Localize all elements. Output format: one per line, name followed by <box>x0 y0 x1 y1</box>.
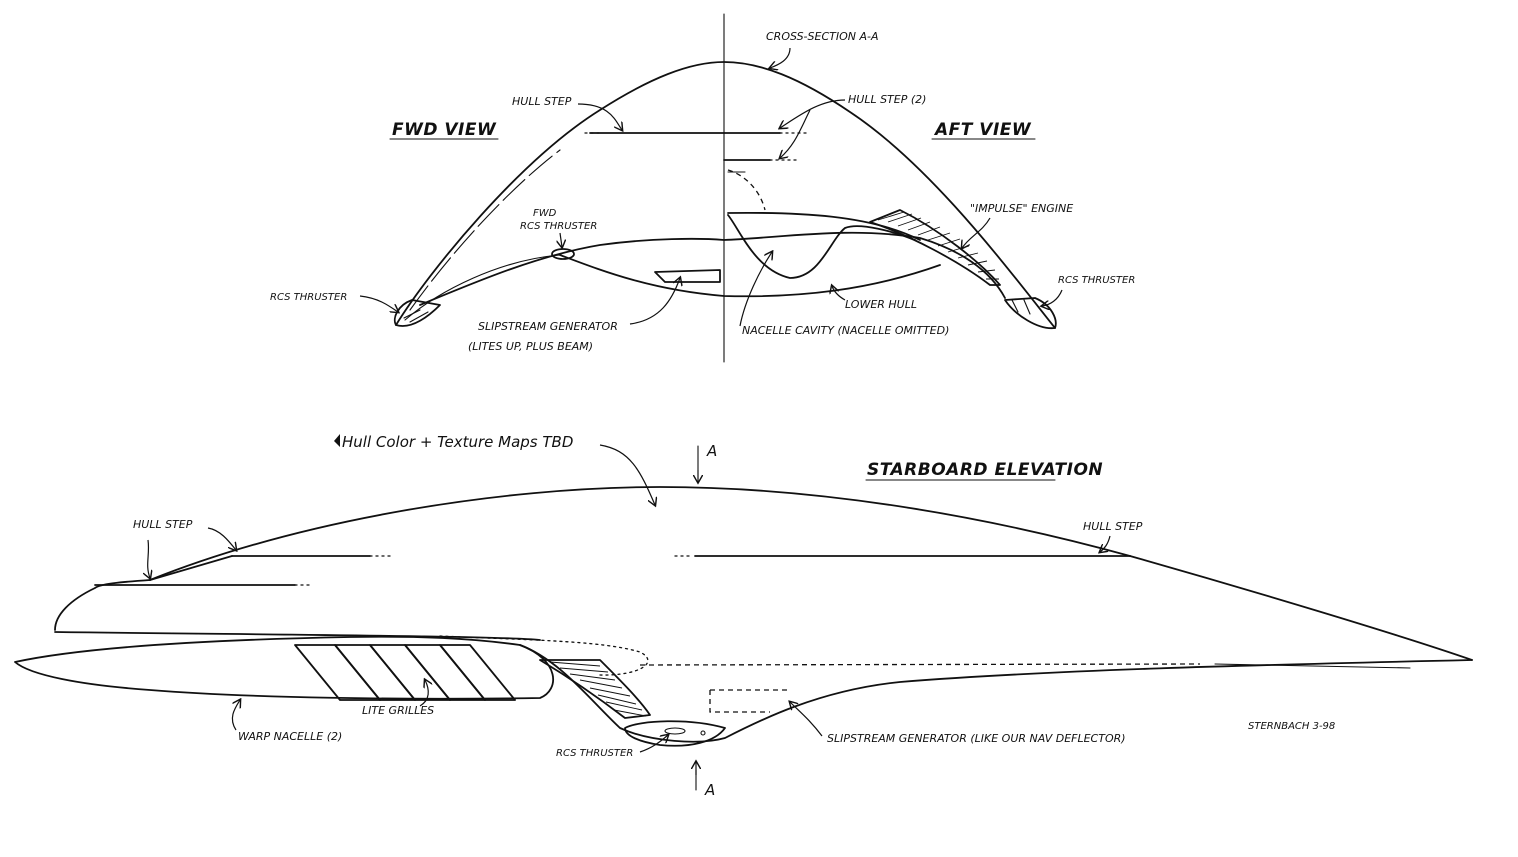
starboard-elevation-title: STARBOARD ELEVATION <box>867 460 1103 480</box>
aft-view-title: AFT VIEW <box>933 120 1032 140</box>
slipstream-generator-label-2: (LITES UP, PLUS BEAM) <box>468 340 593 353</box>
fwd-rcs-thruster <box>551 248 575 260</box>
cross-section-label: CROSS-SECTION A-A <box>766 30 879 43</box>
lite-grilles <box>294 644 516 701</box>
lower-hull-label: LOWER HULL <box>845 298 917 311</box>
left-wing-tip <box>393 299 441 327</box>
signature: STERNBACH 3-98 <box>1248 721 1335 732</box>
hull-step-label-top: HULL STEP <box>512 95 572 108</box>
slipstream-generator-label-bottom: SLIPSTREAM GENERATOR (LIKE OUR NAV DEFLE… <box>827 732 1126 745</box>
lite-grilles-label: LITE GRILLES <box>362 704 434 717</box>
hull-step-label-left: HULL STEP <box>133 518 193 531</box>
fwd-rcs-label-1: FWD <box>533 208 557 219</box>
slipstream-generator-fwd <box>654 269 721 283</box>
fwd-view-title: FWD VIEW <box>392 120 497 140</box>
rcs-thruster-label-left: RCS THRUSTER <box>270 292 347 303</box>
hull-color-note: Hull Color + Texture Maps TBD <box>342 433 573 451</box>
hull-bottom-line <box>54 631 541 641</box>
warp-nacelle <box>14 635 555 700</box>
rcs-thruster-elevation <box>624 720 726 747</box>
impulse-engine <box>869 209 1001 286</box>
hull-step-label-right: HULL STEP <box>1083 520 1143 533</box>
hull-outline-fwd-aft <box>395 61 1056 329</box>
impulse-engine-label: "IMPULSE" ENGINE <box>970 202 1073 215</box>
right-wing-tip <box>1004 297 1057 329</box>
section-a-bottom: A <box>704 781 715 799</box>
nacelle-cavity-label: NACELLE CAVITY (NACELLE OMITTED) <box>742 324 949 337</box>
hull-step-2-label: HULL STEP (2) <box>848 93 926 106</box>
nacelle-cavity <box>727 214 916 279</box>
fwd-rcs-label-2: RCS THRUSTER <box>520 221 597 232</box>
rcs-thruster-label-bottom: RCS THRUSTER <box>556 748 633 759</box>
upper-hull-arc <box>149 486 1131 581</box>
rcs-thruster-label-right: RCS THRUSTER <box>1058 275 1135 286</box>
fwd-aft-view-drawing: FWD VIEW AFT VIEW CROSS-SECTION A-A HULL… <box>270 13 1135 363</box>
starboard-elevation-drawing: A A Hull Color + Texture Maps TBD STARBO… <box>14 433 1473 799</box>
section-a-top: A <box>706 442 717 460</box>
impulse-engine-elevation <box>539 659 651 719</box>
warp-nacelle-label: WARP NACELLE (2) <box>238 730 342 743</box>
slipstream-generator-label-1: SLIPSTREAM GENERATOR <box>478 320 618 333</box>
